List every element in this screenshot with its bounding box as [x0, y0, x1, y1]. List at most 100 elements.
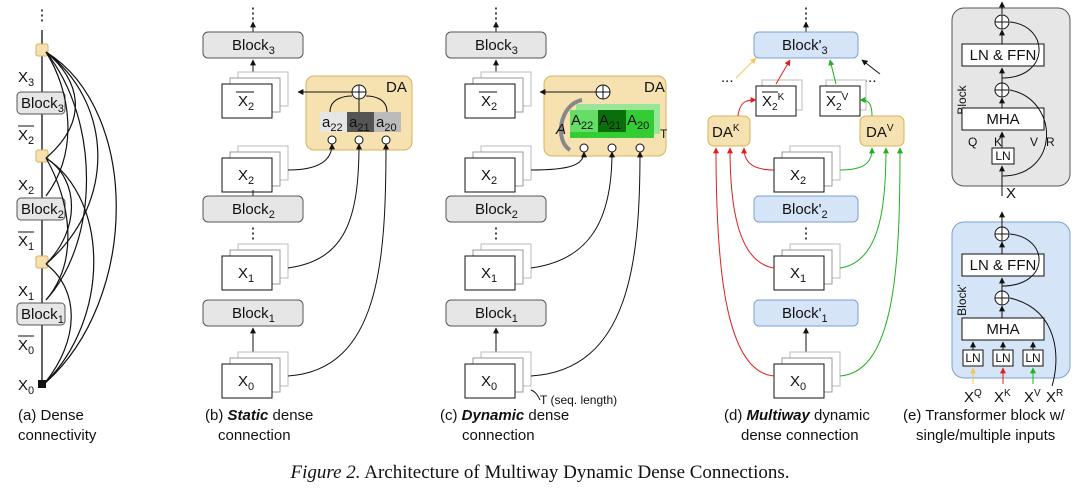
panel-b-x2-box	[221, 157, 273, 193]
panel-e-caption-1: (e) Transformer block w/	[903, 407, 1066, 424]
panel-e-ln-k-label: LN	[995, 351, 1010, 365]
panel-e-xv: XV	[1024, 388, 1041, 406]
panel-e-bottom-mha	[961, 317, 1045, 341]
panel-c-ellipsis: ⋮	[489, 5, 504, 22]
panel-b-da-label: DA	[386, 79, 407, 96]
panel-c-x2-box	[464, 157, 516, 193]
panel-b-x0-box	[221, 363, 273, 399]
panel-c-x2bar-box	[464, 83, 516, 119]
panel-e-k: K	[994, 135, 1002, 149]
panel-d-x1-box	[773, 255, 825, 291]
panel-b-mid-ellipsis: ⋮	[246, 225, 261, 242]
panel-a-da-node-3	[35, 43, 49, 57]
panel-d-block3	[753, 31, 859, 59]
panel-c-x1-box	[464, 255, 516, 291]
panel-c-mid-ellipsis: ⋮	[489, 225, 504, 242]
panel-d-dav-box	[859, 115, 905, 147]
panel-d-dots-left: ...	[721, 69, 734, 86]
panel-b-block1-label: Block1	[232, 305, 275, 325]
panel-d-caption-2: dense connection	[741, 427, 859, 444]
panel-c-block1-label: Block1	[475, 305, 518, 325]
panel-c-x0-box	[464, 363, 516, 399]
panel-a-dense-connectivity: ⋮ X3 Block3 X2 X2 Block2 X1 X1 Block1 X0…	[16, 7, 117, 444]
panel-d-ellipsis: ⋮	[799, 5, 814, 22]
panel-e-xq: XQ	[964, 388, 982, 406]
panel-a-da-node-1	[35, 255, 49, 269]
panel-d-x0-box	[773, 363, 825, 399]
panel-e-top-ln-ffn	[961, 43, 1045, 67]
panel-a-block3-label: Block3	[21, 95, 64, 115]
panel-c-caption-2: connection	[462, 427, 535, 444]
panel-e-xr: XR	[1046, 388, 1063, 406]
panel-e-xk: XK	[994, 388, 1011, 406]
panel-e-top-ln	[991, 147, 1015, 165]
panel-d-multiway-dense: ⋮ Block'3 ... ... X2K X2V DAK DAV X2 Blo…	[707, 5, 905, 444]
panel-e-bottom-ln-ffn-label: LN & FFN	[970, 257, 1037, 274]
panel-b-block1	[202, 299, 304, 327]
panel-a-block2-label: Block2	[21, 201, 64, 221]
panel-a-dense-arcs	[43, 51, 117, 385]
panel-c-weight-cell-2	[626, 110, 654, 132]
panel-b-caption-2: connection	[218, 427, 291, 444]
panel-b-block2-label: Block2	[232, 201, 275, 221]
panel-d-block2	[753, 195, 859, 223]
panel-b-weight-cell-1	[347, 112, 374, 132]
panel-c-da-label: DA	[644, 79, 665, 96]
panel-e-x: X	[1006, 185, 1016, 202]
figure-caption: Figure 2. Architecture of Multiway Dynam…	[290, 462, 790, 483]
panel-a-caption-1: (a) Dense	[18, 407, 84, 424]
panel-c-seq-length: T (seq. length)	[540, 393, 617, 407]
panel-d-block1	[753, 299, 859, 327]
panel-e-v: V	[1030, 135, 1038, 149]
panel-e-top-ln-label: LN	[995, 149, 1010, 163]
panel-e-ln-q-label: LN	[965, 351, 980, 365]
panel-b-static-dense: ⋮ Block3 X2 DA a22 a21 a20 X2	[202, 5, 413, 444]
panel-c-t-label: T	[660, 127, 668, 141]
panel-b-block3-label: Block3	[232, 37, 275, 57]
panel-b-caption-1: (b) Static dense	[205, 407, 313, 424]
panel-a-x1bar: X1	[18, 233, 34, 253]
panel-a-x0-node	[38, 380, 46, 388]
panel-a-x1: X1	[18, 283, 34, 303]
panel-b-ellipsis: ⋮	[246, 5, 261, 22]
panel-e-top-ln-ffn-label: LN & FFN	[970, 47, 1037, 64]
panel-b-block2	[202, 195, 304, 223]
panel-c-caption-1: (c) Dynamic dense	[440, 407, 569, 424]
panel-b-block3	[202, 31, 304, 59]
panel-d-x2v-box	[819, 85, 861, 117]
panel-d-block2-label: Block'2	[782, 201, 828, 221]
panel-d-dak-box	[707, 115, 751, 147]
panel-e-top-mha-label: MHA	[986, 111, 1019, 128]
panel-b-x1-box	[221, 255, 273, 291]
panel-a-block1	[16, 302, 66, 326]
panel-b-mult-icons	[327, 135, 391, 145]
panel-d-x2-box	[773, 157, 825, 193]
panel-e-ln-v-label: LN	[1025, 351, 1040, 365]
panel-e-bottom-mha-label: MHA	[986, 321, 1019, 338]
panel-e-bottom-block-label: Block'	[955, 284, 969, 316]
panel-c-block1	[445, 299, 547, 327]
panel-a-x2bar: X2	[18, 127, 34, 147]
panel-b-weight-cell-0	[320, 112, 347, 132]
panel-c-weight-cell-0	[570, 110, 598, 132]
panel-d-caption-1: (d) Multiway dynamic	[724, 407, 870, 424]
panel-d-block1-label: Block'1	[782, 305, 828, 325]
panel-c-feedback-arrow	[559, 98, 583, 152]
panel-c-weight-cell-1	[598, 110, 626, 132]
panel-e-caption-2: single/multiple inputs	[916, 427, 1055, 444]
panel-e-transformer-block: Block LN & FFN MHA LN Q K V R X Block' L…	[903, 1, 1071, 444]
panel-c-block2	[445, 195, 547, 223]
panel-c-block3-label: Block3	[475, 37, 518, 57]
panel-a-x3: X3	[18, 69, 34, 89]
panel-e-bottom-ln-ffn	[961, 253, 1045, 277]
panel-e-r: R	[1046, 135, 1055, 149]
panel-b-x2bar-box	[221, 83, 273, 119]
panel-c-A-glyph: A	[555, 121, 566, 138]
panel-a-x0bar: X0	[18, 337, 34, 357]
panel-a-x2: X2	[18, 177, 34, 197]
panel-c-block2-label: Block2	[475, 201, 518, 221]
panel-e-top-block-label: Block	[955, 84, 969, 114]
panel-a-block3	[16, 91, 66, 115]
panel-e-q: Q	[968, 135, 977, 149]
